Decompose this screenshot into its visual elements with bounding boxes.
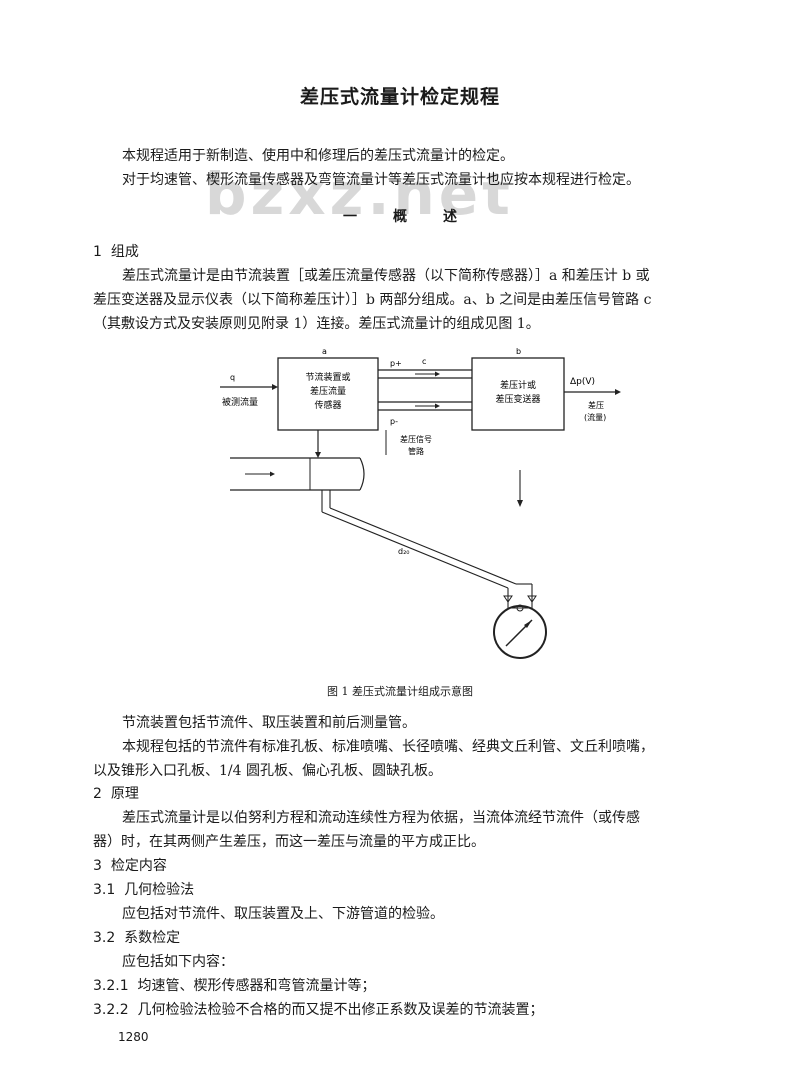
chapter-heading: 一概述 bbox=[343, 209, 457, 225]
s31-text: 应包括对节流件、取压装置及上、下游管道的检验。 bbox=[122, 906, 444, 922]
intro-line-1: 本规程适用于新制造、使用中和修理后的差压式流量计的检定。 bbox=[122, 148, 514, 164]
gauge-dial bbox=[493, 605, 547, 659]
svg-text:p-: p- bbox=[390, 417, 398, 426]
svg-text:管路: 管路 bbox=[408, 446, 424, 456]
p-after-1: 节流装置包括节流件、取压装置和前后测量管。 bbox=[122, 715, 416, 731]
label-a: a bbox=[322, 347, 327, 356]
svg-text:Δp(V): Δp(V) bbox=[570, 377, 595, 387]
section-3-2-heading: 3.2 系数检定 bbox=[93, 930, 181, 946]
figure-caption: 图 1 差压式流量计组成示意图 bbox=[327, 685, 473, 698]
svg-text:差压变送器: 差压变送器 bbox=[495, 393, 540, 405]
q-label: q bbox=[230, 373, 235, 382]
s1-line-2: 差压变送器及显示仪表（以下简称差压计）］b 两部分组成。a、b 之间是由差压信号… bbox=[93, 292, 652, 308]
intro-line-2: 对于均速管、楔形流量传感器及弯管流量计等差压式流量计也应按本规程进行检定。 bbox=[122, 172, 640, 188]
section-3-1-heading: 3.1 几何检验法 bbox=[93, 882, 195, 898]
svg-text:差压计或: 差压计或 bbox=[500, 379, 536, 391]
section-3-2-1: 3.2.1 均速管、楔形传感器和弯管流量计等； bbox=[93, 978, 376, 994]
p-after-2: 本规程包括的节流件有标准孔板、标准喷嘴、长径喷嘴、经典文丘利管、文丘利喷嘴， bbox=[122, 739, 654, 755]
section-1-heading: 1 组成 bbox=[93, 244, 139, 260]
throttle-box bbox=[277, 357, 379, 431]
svg-text:节流装置或: 节流装置或 bbox=[305, 371, 350, 383]
svg-text:差压流量: 差压流量 bbox=[310, 385, 346, 397]
svg-text:p+: p+ bbox=[390, 359, 402, 368]
watermark: bzxz.net bbox=[205, 160, 514, 228]
transmitter-box bbox=[471, 357, 565, 431]
s2-line-2: 器）时，在其两侧产生差压，而这一差压与流量的平方成正比。 bbox=[93, 834, 485, 850]
flow-in-label: 被测流量 bbox=[222, 396, 258, 408]
svg-text:c: c bbox=[422, 357, 426, 366]
s2-line-1: 差压式流量计是以伯努利方程和流动连续性方程为依据，当流体流经节流件（或传感 bbox=[122, 810, 640, 826]
page-number: 1280 bbox=[118, 1030, 149, 1044]
flowmeter-diagram: q 被测流量 节流装置或 差压流量 传感器 a p+ p- c 差压计或 差压变… bbox=[220, 347, 621, 659]
s32-text: 应包括如下内容： bbox=[122, 954, 234, 970]
s1-line-3: （其敷设方式及安装原则见附录 1）连接。差压式流量计的组成见图 1。 bbox=[93, 316, 540, 332]
section-3-2-2: 3.2.2 几何检验法检验不合格的而又提不出修正系数及误差的节流装置； bbox=[93, 1002, 544, 1018]
svg-text:差压信号: 差压信号 bbox=[400, 434, 432, 444]
svg-text:(流量): (流量) bbox=[584, 412, 606, 422]
p-after-3: 以及锥形入口孔板、1/4 圆孔板、偏心孔板、圆缺孔板。 bbox=[93, 763, 442, 779]
s1-line-1: 差压式流量计是由节流装置［或差压流量传感器（以下简称传感器）］a 和差压计 b … bbox=[122, 268, 650, 284]
section-2-heading: 2 原理 bbox=[93, 786, 139, 802]
svg-text:差压: 差压 bbox=[588, 400, 604, 410]
label-b: b bbox=[516, 347, 521, 356]
section-3-heading: 3 检定内容 bbox=[93, 858, 167, 874]
svg-text:d₂₀: d₂₀ bbox=[398, 547, 410, 556]
page-title: 差压式流量计检定规程 bbox=[299, 86, 500, 108]
svg-text:传感器: 传感器 bbox=[314, 399, 341, 411]
